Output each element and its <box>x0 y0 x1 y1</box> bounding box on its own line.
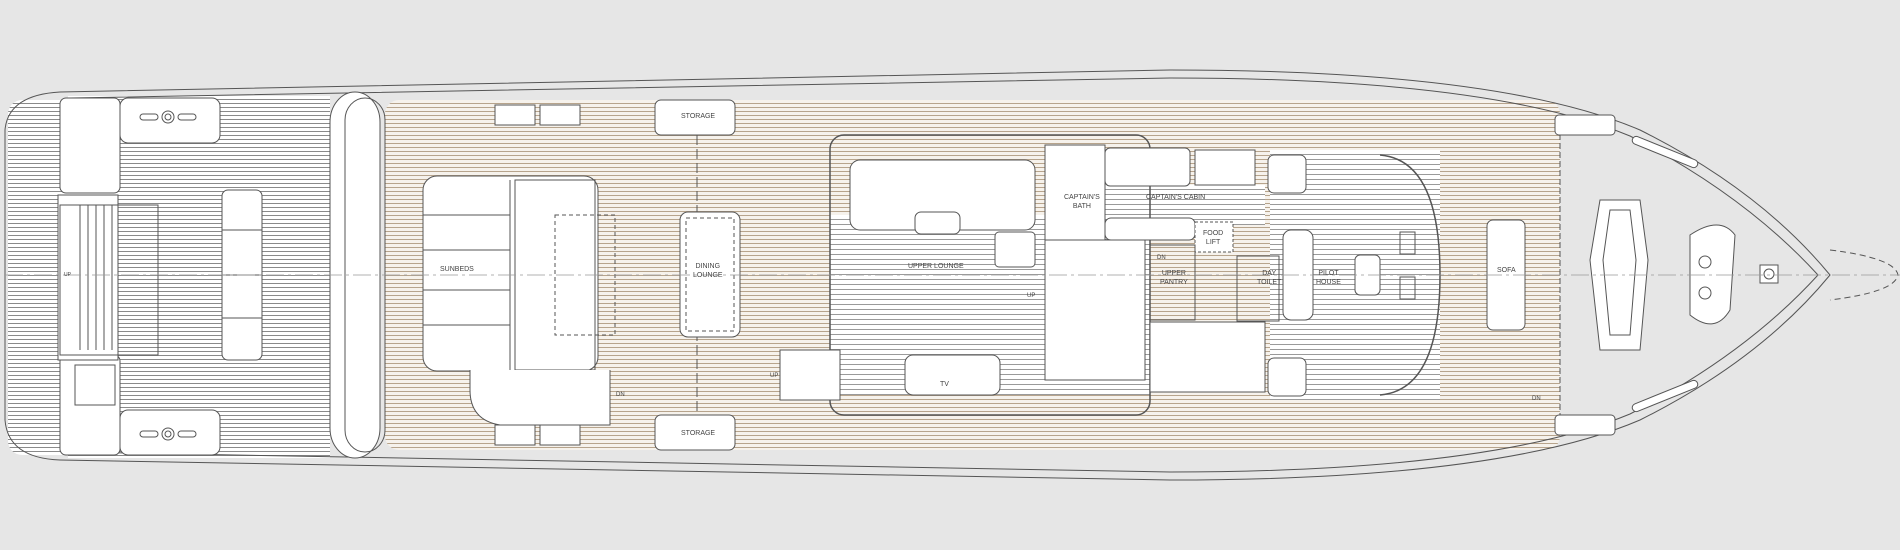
dining-label-line1: DINING <box>695 263 721 270</box>
room-label-upper-lounge: UPPER LOUNGE <box>908 263 964 270</box>
room-label-pilot-house: PILOT HOUSE <box>1316 269 1341 287</box>
aft-stairs <box>59 204 159 356</box>
windlass <box>1689 224 1736 325</box>
stair-mark-inner-dn: DN <box>1157 255 1166 261</box>
room-label-day-toilet: DAY TOILET <box>1257 269 1281 287</box>
bath-label-line1: CAPTAIN'S <box>1064 194 1100 201</box>
room-label-captains-cabin: CAPTAIN'S CABIN <box>1146 194 1206 201</box>
pantry-label-line1: UPPER <box>1161 270 1186 277</box>
stair-mark-aft-dn: DN <box>616 392 625 398</box>
room-label-upper-pantry: UPPER PANTRY <box>1160 269 1188 287</box>
stair-mark-inner-up: UP <box>1027 293 1036 299</box>
hull-outline <box>4 69 1831 481</box>
dining-label-line2: LOUNGE <box>693 272 723 279</box>
tv-console <box>904 354 1001 396</box>
room-label-storage-starboard: STORAGE <box>681 430 716 437</box>
pilot-label-line2: HOUSE <box>1316 279 1341 286</box>
stair-mark-aft-up: UP <box>64 272 71 278</box>
room-label-food-lift: FOOD LIFT <box>1203 229 1223 247</box>
toilet-label-line1: DAY <box>1262 270 1277 277</box>
dining-table <box>679 211 741 338</box>
pilot-label-line1: PILOT <box>1318 270 1339 277</box>
tv-label: TV <box>940 381 949 388</box>
room-label-storage-port: STORAGE <box>681 113 716 120</box>
room-label-sunbeds: SUNBEDS <box>440 266 474 273</box>
bath-label-line2: BATH <box>1072 203 1091 210</box>
stair-mark-fwd-dn: DN <box>1532 396 1541 402</box>
room-label-sofa: SOFA <box>1497 267 1516 274</box>
aft-spiral-stair <box>469 370 611 426</box>
stair-mark-lounge-up: UP <box>770 373 779 379</box>
pantry-label-line2: PANTRY <box>1160 279 1188 286</box>
lift-label-line2: LIFT <box>1205 239 1221 246</box>
room-label-captains-bath: CAPTAIN'S BATH <box>1064 193 1100 211</box>
toilet-label-line2: TOILET <box>1257 279 1282 286</box>
lift-label-line1: FOOD <box>1203 230 1224 237</box>
room-label-dining-lounge: DINING LOUNGE <box>693 262 723 280</box>
